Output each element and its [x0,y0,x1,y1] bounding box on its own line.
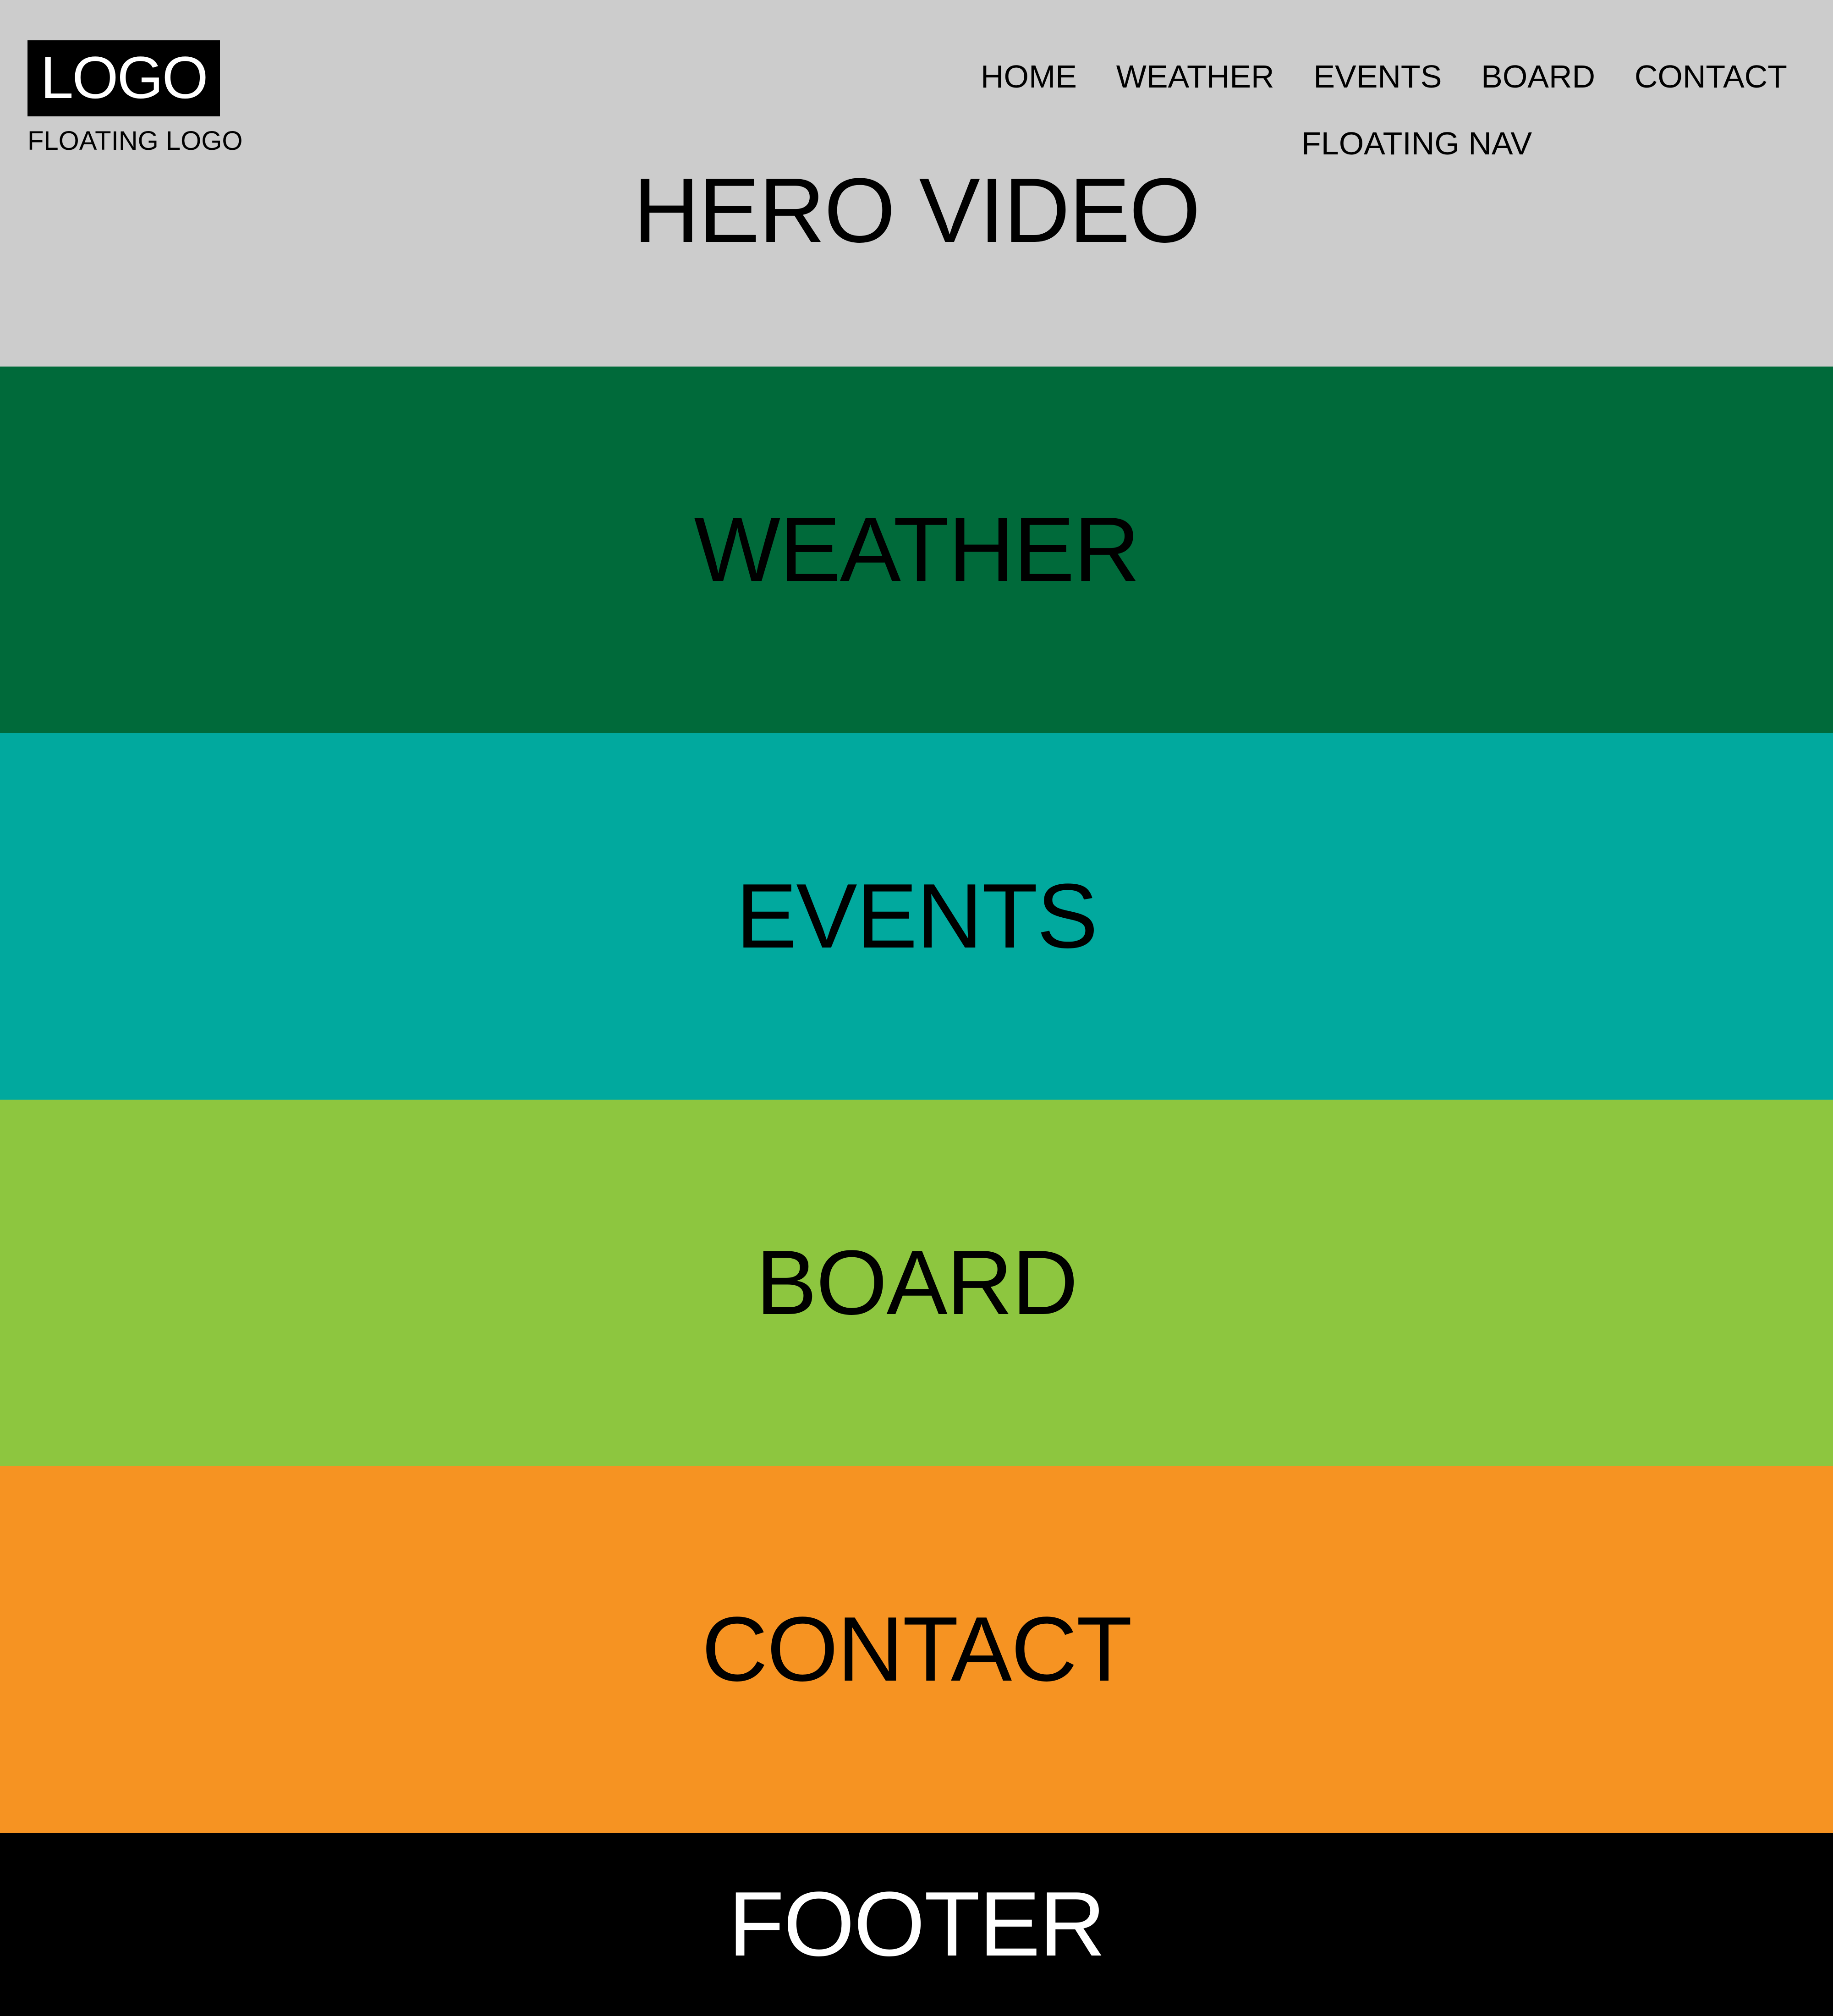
board-section-title: BOARD [756,1232,1078,1334]
events-section: EVENTS [0,733,1833,1100]
weather-section-title: WEATHER [694,499,1140,601]
board-section: BOARD [0,1100,1833,1466]
floating-nav-caption: FLOATING NAV [1301,126,1532,161]
events-section-title: EVENTS [735,865,1098,967]
footer-section: FOOTER [0,1833,1833,2016]
hero-video-title: HERO VIDEO [633,159,1201,262]
nav-item-home[interactable]: HOME [981,59,1077,94]
logo[interactable]: LOGO [27,40,220,116]
nav-item-events[interactable]: EVENTS [1313,59,1442,94]
contact-section: CONTACT [0,1466,1833,1833]
weather-section: WEATHER [0,367,1833,733]
footer-title: FOOTER [728,1873,1105,1975]
contact-section-title: CONTACT [702,1598,1132,1700]
nav-item-board[interactable]: BOARD [1481,59,1596,94]
nav-item-contact[interactable]: CONTACT [1634,59,1787,94]
floating-logo-caption: FLOATING LOGO [27,126,243,156]
hero-video-section: HERO VIDEO [0,0,1833,367]
nav-item-weather[interactable]: WEATHER [1116,59,1274,94]
floating-nav: HOME WEATHER EVENTS BOARD CONTACT [981,60,1787,93]
floating-logo[interactable]: LOGO FLOATING LOGO [27,40,243,156]
